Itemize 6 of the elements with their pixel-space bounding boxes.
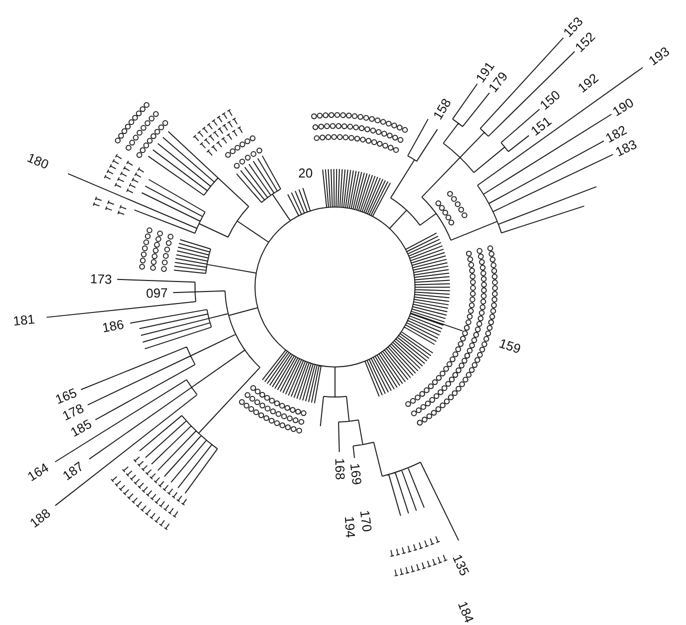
leaf-label: 180 [25,150,50,171]
leaf-label: 193 [646,44,672,68]
leaf-label: 188 [26,506,52,530]
leaf-label: 164 [26,461,51,484]
leaf-label: 184 [456,599,476,624]
leaf-label: 181 [12,312,36,328]
